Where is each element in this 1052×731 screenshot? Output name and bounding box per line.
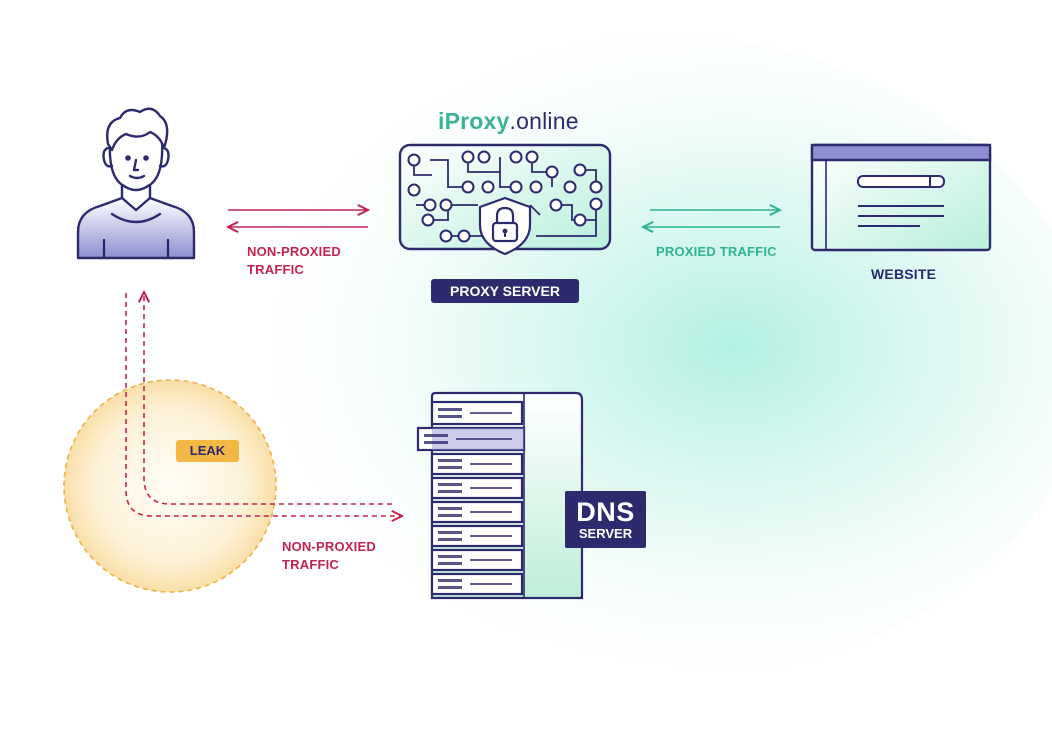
website-window-icon bbox=[810, 143, 992, 252]
non-proxied-traffic-bottom-label: NON-PROXIED TRAFFIC bbox=[282, 538, 376, 574]
label-line-2: TRAFFIC bbox=[282, 557, 339, 572]
label-line-2: TRAFFIC bbox=[247, 262, 304, 277]
label-line-1: NON-PROXIED bbox=[247, 244, 341, 259]
proxy-server-icon bbox=[398, 143, 612, 256]
lock-shield-icon bbox=[478, 196, 532, 256]
proxied-traffic-label: PROXIED TRAFFIC bbox=[656, 244, 777, 259]
brand-suffix: .online bbox=[509, 108, 579, 134]
brand-highlight: iProxy bbox=[438, 108, 510, 134]
website-label: WEBSITE bbox=[871, 266, 937, 282]
brand-logo: iProxy.online bbox=[438, 108, 579, 135]
leak-badge: LEAK bbox=[176, 440, 239, 462]
proxy-server-badge: PROXY SERVER bbox=[431, 279, 579, 303]
dns-server-badge: DNS SERVER bbox=[565, 491, 646, 548]
user-icon bbox=[76, 107, 196, 260]
background-glow bbox=[150, 30, 1052, 690]
leak-path-return bbox=[144, 292, 392, 505]
dns-server-rack-icon bbox=[416, 391, 584, 600]
label-line-1: NON-PROXIED bbox=[282, 539, 376, 554]
non-proxied-traffic-top-label: NON-PROXIED TRAFFIC bbox=[247, 243, 341, 279]
dns-badge-title: DNS bbox=[576, 497, 635, 527]
leak-path-outgoing bbox=[125, 293, 402, 516]
dns-badge-subtitle: SERVER bbox=[578, 526, 633, 541]
leak-zone bbox=[63, 379, 277, 593]
